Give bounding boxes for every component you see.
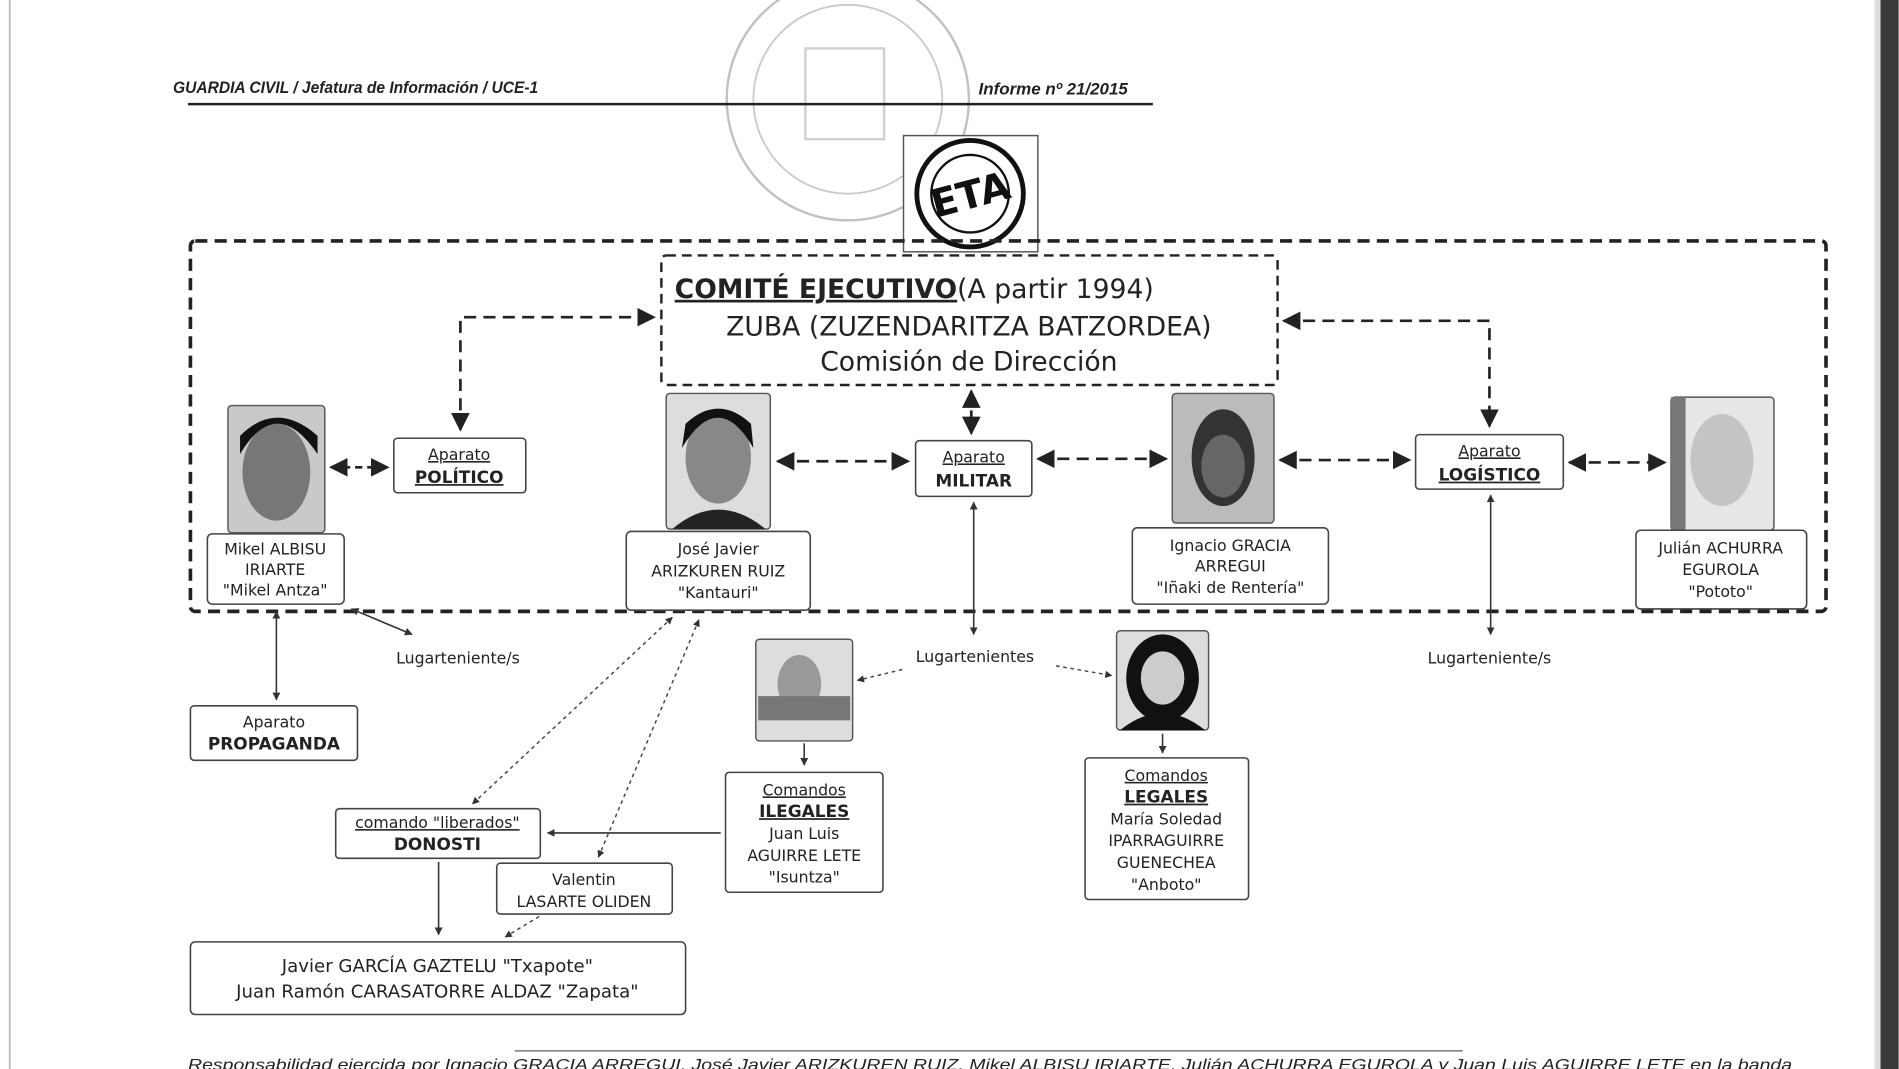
label: "Iñaki de Rentería" [1156,578,1304,597]
label: Mikel ALBISU [224,539,326,558]
label: María Soledad [1110,809,1222,828]
photo-julian-achurra [1670,396,1775,531]
aparato-militar-box: Aparato MILITAR [914,439,1033,498]
name-box-julian: Julián ACHURRA EGUROLA "Pototo" [1635,529,1808,610]
label: Aparato [943,447,1005,466]
label: "Isuntza" [769,868,840,887]
right-scroll-edge [1880,0,1899,1069]
label: IRIARTE [245,560,305,579]
official-stamp [725,0,971,222]
connectors [272,307,1667,938]
comite-comision: Comisión de Dirección [820,346,1117,377]
comite-since: (A partir 1994) [957,274,1154,305]
label: Aparato [1458,441,1520,460]
photo-soledad-iparraguirre [1115,630,1210,731]
left-page-edge [8,0,11,1069]
label: ILEGALES [759,801,849,821]
label: Valentin [552,870,616,889]
lugarteniente-right: Lugarteniente/s [1428,648,1552,667]
photo-ignacio-gracia [1171,392,1275,524]
eta-logo: ETA [902,134,1039,253]
comite-title: COMITÉ EJECUTIVO [675,273,957,305]
svg-text:COMITÉ EJECUTIVO(A partir 1994: COMITÉ EJECUTIVO(A partir 1994) [675,273,1154,305]
header-right: Informe nº 21/2015 [979,79,1129,98]
label: LOGÍSTICO [1439,464,1541,485]
label: GUENECHEA [1117,853,1216,872]
label: "Pototo" [1688,582,1753,601]
label: MILITAR [935,471,1012,491]
comando-donosti-box: comando "liberados" DONOSTI [334,807,542,860]
label: IPARRAGUIRRE [1108,831,1224,850]
label: Comandos [763,780,846,799]
label: DONOSTI [394,834,481,854]
label: LASARTE OLIDEN [517,892,652,911]
comandos-ilegales-box: Comandos ILEGALES Juan Luis AGUIRRE LETE… [724,771,884,894]
label: POLÍTICO [415,466,504,487]
name-box-jose: José Javier ARIZKUREN RUIZ "Kantauri" [625,530,812,611]
label: Javier GARCÍA GAZTELU "Txapote" [281,955,593,977]
label: Julián ACHURRA [1657,538,1783,557]
aparato-politico-box: Aparato POLÍTICO [393,437,527,494]
name-box-ignacio: Ignacio GRACIA ARREGUI "Iñaki de Renterí… [1131,527,1330,605]
label: Ignacio GRACIA [1170,536,1291,555]
aparato-propaganda-box: Aparato PROPAGANDA [189,705,359,762]
aparato-logistico-box: Aparato LOGÍSTICO [1414,433,1565,490]
label: Juan Luis [768,824,839,843]
label: Juan Ramón CARASATORRE ALDAZ "Zapata" [235,982,638,1003]
txapote-zapata-box: Javier GARCÍA GAZTELU "Txapote" Juan Ram… [189,941,687,1016]
footer-text: Responsabilidad ejercida por Ignacio GRA… [188,1057,1792,1069]
lugartenientes-center: Lugartenientes [916,647,1034,666]
label: PROPAGANDA [208,733,341,753]
valentin-lasarte-box: Valentin LASARTE OLIDEN [495,862,674,915]
label: LEGALES [1124,787,1208,807]
label: "Mikel Antza" [223,581,328,600]
label: Aparato [243,713,305,732]
photo-jose-arizkuren [665,392,772,530]
leadership-frame [188,239,1828,614]
photo-mikel-albisu [227,404,326,534]
header-left: GUARDIA CIVIL / Jefatura de Información … [173,79,538,98]
label: comando "liberados" [355,813,519,832]
comandos-legales-box: Comandos LEGALES María Soledad IPARRAGUI… [1084,757,1250,901]
label: "Kantauri" [678,583,759,602]
label: EGUROLA [1682,560,1759,579]
comite-zuba: ZUBA (ZUZENDARITZA BATZORDEA) [726,311,1211,342]
label: ARIZKUREN RUIZ [651,561,785,580]
label: "Anboto" [1131,875,1202,894]
lugarteniente-left: Lugarteniente/s [396,648,520,667]
label: Comandos [1125,766,1208,785]
photo-lugarteniente [755,638,854,742]
label: Aparato [428,445,490,464]
comite-ejecutivo-box: COMITÉ EJECUTIVO(A partir 1994) ZUBA (ZU… [660,254,1279,387]
label: José Javier [677,539,760,558]
name-box-mikel: Mikel ALBISU IRIARTE "Mikel Antza" [206,533,345,605]
label: ARREGUI [1195,556,1266,575]
label: AGUIRRE LETE [747,846,861,865]
